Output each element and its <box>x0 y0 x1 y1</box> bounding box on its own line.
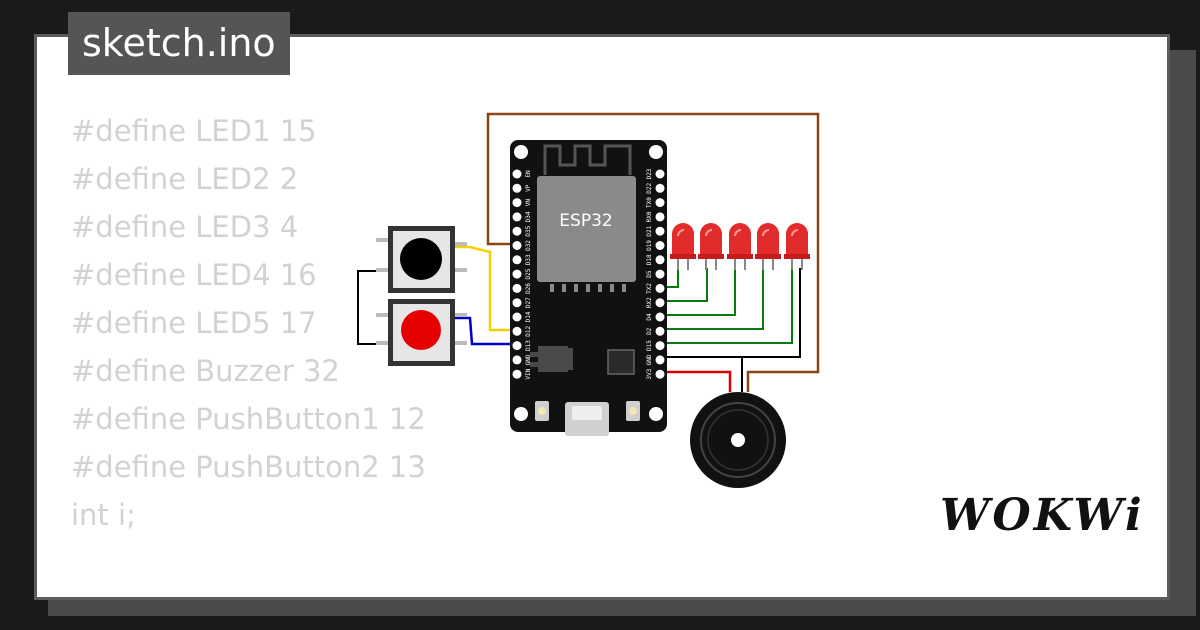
board-pin-rx0[interactable] <box>655 212 665 222</box>
board-pin-label: TX0 <box>646 197 653 208</box>
voltage-regulator <box>530 346 573 372</box>
board-pin-label: RX2 <box>646 297 653 308</box>
board-pin-d4[interactable] <box>655 312 665 322</box>
code-line: #define LED5 17 <box>71 306 317 340</box>
board-pin-label: D18 <box>646 254 653 265</box>
board-pin-label: D33 <box>525 254 532 265</box>
board-pin-gnd[interactable] <box>655 355 665 365</box>
board-pin-d33[interactable] <box>512 255 522 265</box>
board-pin-d21[interactable] <box>655 226 665 236</box>
board-pin-vp[interactable] <box>512 183 522 193</box>
board-pin-d23[interactable] <box>655 169 665 179</box>
board-pin-label: D5 <box>646 270 653 278</box>
board-pin-d26[interactable] <box>512 283 522 293</box>
buzzer[interactable] <box>690 392 786 488</box>
wire-blue <box>455 316 515 346</box>
board-pin-3v3[interactable] <box>655 369 665 379</box>
wire-green-2 <box>657 268 708 302</box>
board-pin-label: D22 <box>646 182 653 193</box>
board-pin-tx0[interactable] <box>655 198 665 208</box>
board-pin-vin[interactable] <box>512 369 522 379</box>
code-line: void setup() { <box>71 587 426 597</box>
board-pin-gnd[interactable] <box>512 355 522 365</box>
board-pin-label: D14 <box>525 311 532 322</box>
board-pin-d13[interactable] <box>512 341 522 351</box>
code-line: #define LED1 15 <box>71 114 317 148</box>
code-preview: #define LED1 15 #define LED2 2 #define L… <box>71 107 426 597</box>
board-pin-label: D34 <box>525 211 532 222</box>
led-2[interactable] <box>698 223 724 270</box>
board-pin-label: VN <box>525 199 532 207</box>
board-pin-label: D15 <box>646 340 653 351</box>
board-pin-label: D21 <box>646 225 653 236</box>
board-pin-d32[interactable] <box>512 241 522 250</box>
board-pin-vn[interactable] <box>512 198 522 208</box>
board-pin-label: RX0 <box>646 211 653 222</box>
board-pin-d14[interactable] <box>512 312 522 322</box>
board-pin-label: D27 <box>525 297 532 308</box>
wire-green-4 <box>657 268 764 330</box>
wire-green-5 <box>657 268 793 344</box>
code-line: #define PushButton2 13 <box>71 450 426 484</box>
board-pin-label: D26 <box>525 283 532 294</box>
board-pin-en[interactable] <box>512 169 522 179</box>
code-line: #define LED2 2 <box>71 162 299 196</box>
board-pin-d25[interactable] <box>512 269 522 279</box>
board-pin-label: GND <box>525 354 532 365</box>
board-pin-d2[interactable] <box>655 326 665 336</box>
board-pin-d22[interactable] <box>655 183 665 193</box>
board-pin-label: D12 <box>525 325 532 336</box>
board-pin-label: VIN <box>525 368 532 379</box>
board-pin-d34[interactable] <box>512 212 522 222</box>
board-pin-tx2[interactable] <box>655 283 665 293</box>
board-pin-label: 3V3 <box>646 368 653 379</box>
board-pin-label: D13 <box>525 340 532 351</box>
board-pin-label: D25 <box>525 268 532 279</box>
file-tab[interactable]: sketch.ino <box>68 12 290 75</box>
led-5[interactable] <box>784 223 810 270</box>
board-pin-label: GND <box>646 354 653 365</box>
code-line: #define LED4 16 <box>71 258 317 292</box>
board-pin-d12[interactable] <box>512 326 522 336</box>
board-pin-d15[interactable] <box>655 341 665 351</box>
usb-uart-chip <box>607 349 635 375</box>
wokwi-logo: WOKWi <box>940 490 1145 541</box>
esp32-chip: ESP32 <box>537 176 636 292</box>
board-pin-label: TX2 <box>646 283 653 294</box>
wire-black-buzzer <box>657 356 743 392</box>
board-pin-label: D32 <box>525 240 532 251</box>
board-pin-d35[interactable] <box>512 226 522 236</box>
code-line: #define Buzzer 32 <box>71 354 340 388</box>
board-pin-d27[interactable] <box>512 298 522 308</box>
push-button-black[interactable] <box>376 226 467 293</box>
wire-green-3 <box>657 268 736 316</box>
board-pin-label: D19 <box>646 240 653 251</box>
wire-black-buttons <box>357 270 388 345</box>
led-4[interactable] <box>755 223 781 270</box>
board-pin-d18[interactable] <box>655 255 665 265</box>
board-pin-label: VP <box>525 184 532 192</box>
code-line: #define LED3 4 <box>71 210 299 244</box>
board-pin-d5[interactable] <box>655 269 665 279</box>
wire-yellow <box>455 245 515 332</box>
board-pin-rx2[interactable] <box>655 298 665 308</box>
wire-brown <box>486 112 820 392</box>
led-1[interactable] <box>670 223 696 270</box>
led-3[interactable] <box>727 223 753 270</box>
board-pin-label: D23 <box>646 168 653 179</box>
push-button-red[interactable] <box>376 299 467 366</box>
code-line: #define PushButton1 12 <box>71 402 426 436</box>
chip-label: ESP32 <box>559 211 612 231</box>
board-pin-label: EN <box>525 170 532 178</box>
code-line: int i; <box>71 498 136 532</box>
board-pin-label: D2 <box>646 327 653 335</box>
board-pin-label: D4 <box>646 313 653 321</box>
board-pin-d19[interactable] <box>655 241 665 250</box>
wire-red <box>657 370 732 392</box>
board-pin-label: D35 <box>525 225 532 236</box>
